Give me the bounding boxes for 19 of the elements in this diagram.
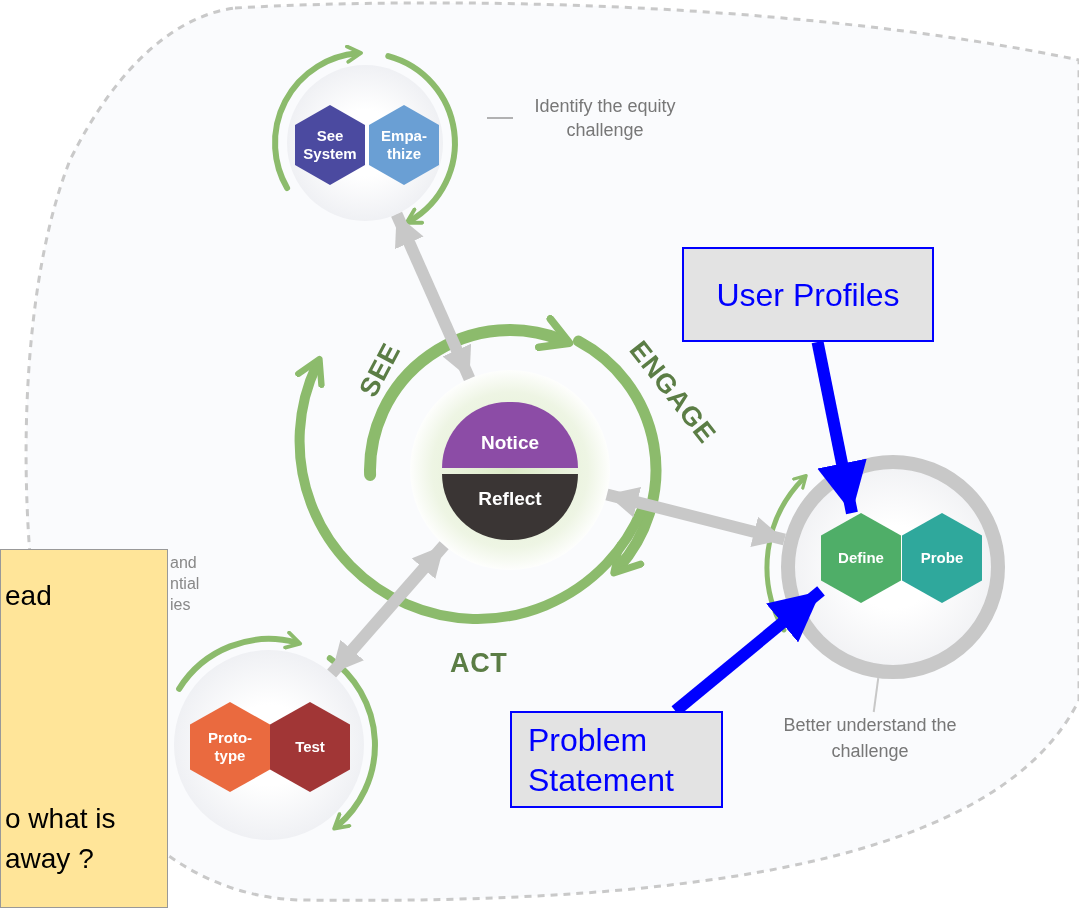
arrow	[605, 487, 786, 547]
leader-line	[872, 677, 880, 713]
hexagon-step: Empa- thize	[369, 105, 439, 185]
annotation-text: and ntial ies	[170, 553, 201, 615]
hexagon-step: Test	[270, 702, 350, 792]
callout-box: User Profiles	[682, 247, 934, 342]
arrow	[811, 340, 867, 515]
phase-label: SEE	[352, 337, 408, 404]
phase-label: ACT	[450, 647, 508, 680]
callout-box: Problem Statement	[510, 711, 723, 808]
arrow	[327, 541, 449, 678]
hexagon-step: Define	[821, 513, 901, 603]
hexagon-step: Probe	[902, 513, 982, 603]
sticky-note: ead o what is away ?	[0, 549, 168, 908]
hexagon-step: Proto- type	[190, 702, 270, 792]
annotation-text: Better understand the challenge	[770, 712, 970, 768]
arrow	[391, 211, 475, 381]
hexagon-step: See System	[295, 105, 365, 185]
annotation-text: Identify the equity challenge	[533, 95, 677, 142]
